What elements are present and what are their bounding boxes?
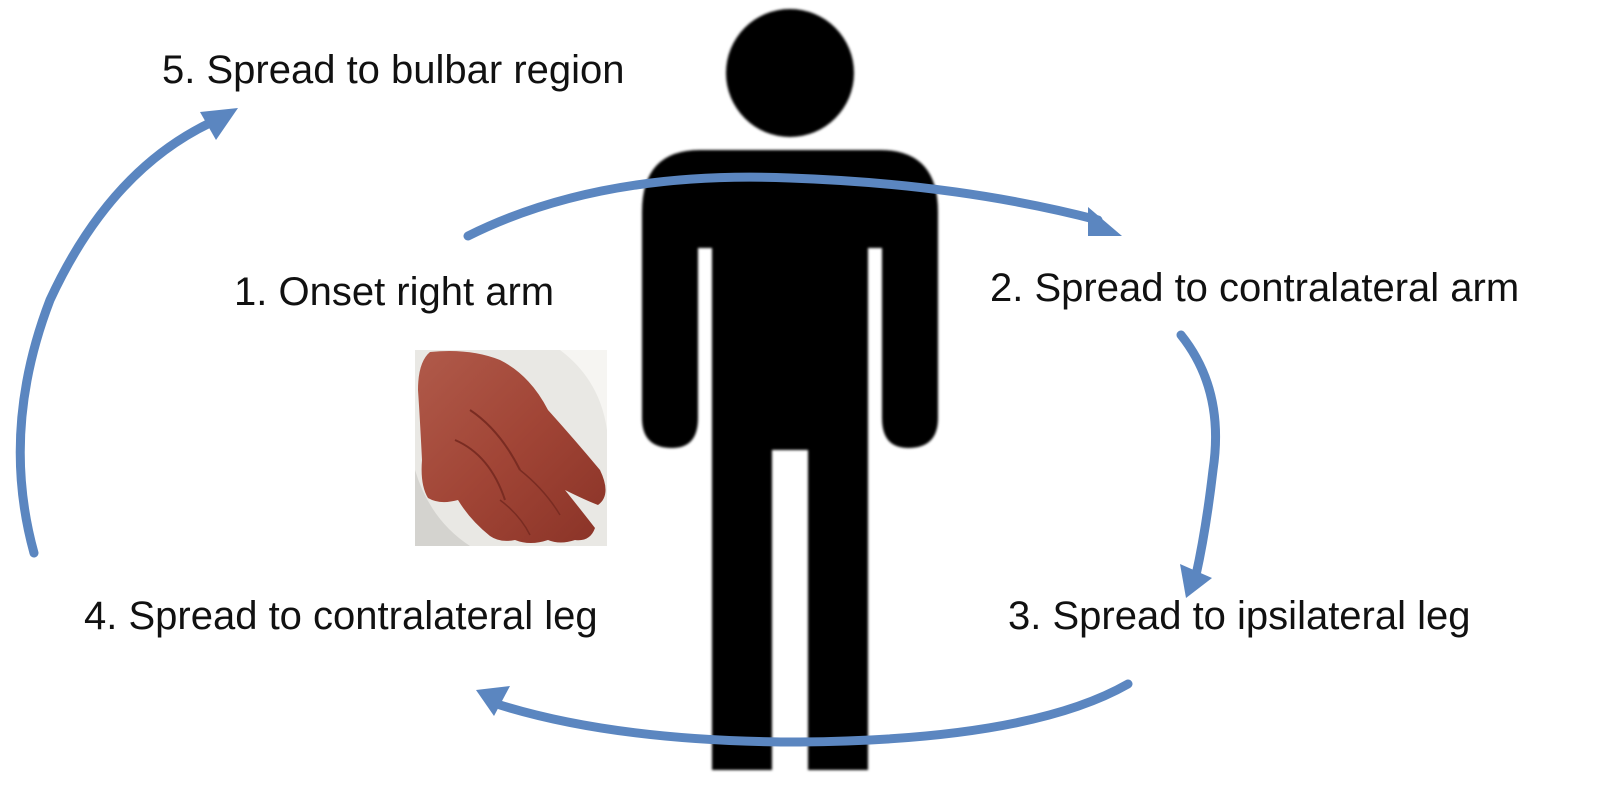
hand-photo — [415, 350, 607, 546]
person-head — [726, 9, 854, 137]
stage-3-label: 3. Spread to ipsilateral leg — [1008, 596, 1471, 636]
arrow-4-to-5 — [20, 122, 212, 553]
person-body — [642, 150, 938, 770]
progression-arrows — [20, 122, 1215, 742]
stage-5-label: 5. Spread to bulbar region — [162, 50, 625, 90]
arrowhead-2 — [1088, 207, 1122, 236]
arrow-2-to-3 — [1181, 335, 1216, 575]
person-icon — [642, 9, 938, 770]
stage-2-label: 2. Spread to contralateral arm — [990, 268, 1519, 308]
stage-1-label: 1. Onset right arm — [234, 272, 554, 312]
arrowhead-4 — [476, 686, 510, 716]
stage-4-label: 4. Spread to contralateral leg — [84, 596, 598, 636]
